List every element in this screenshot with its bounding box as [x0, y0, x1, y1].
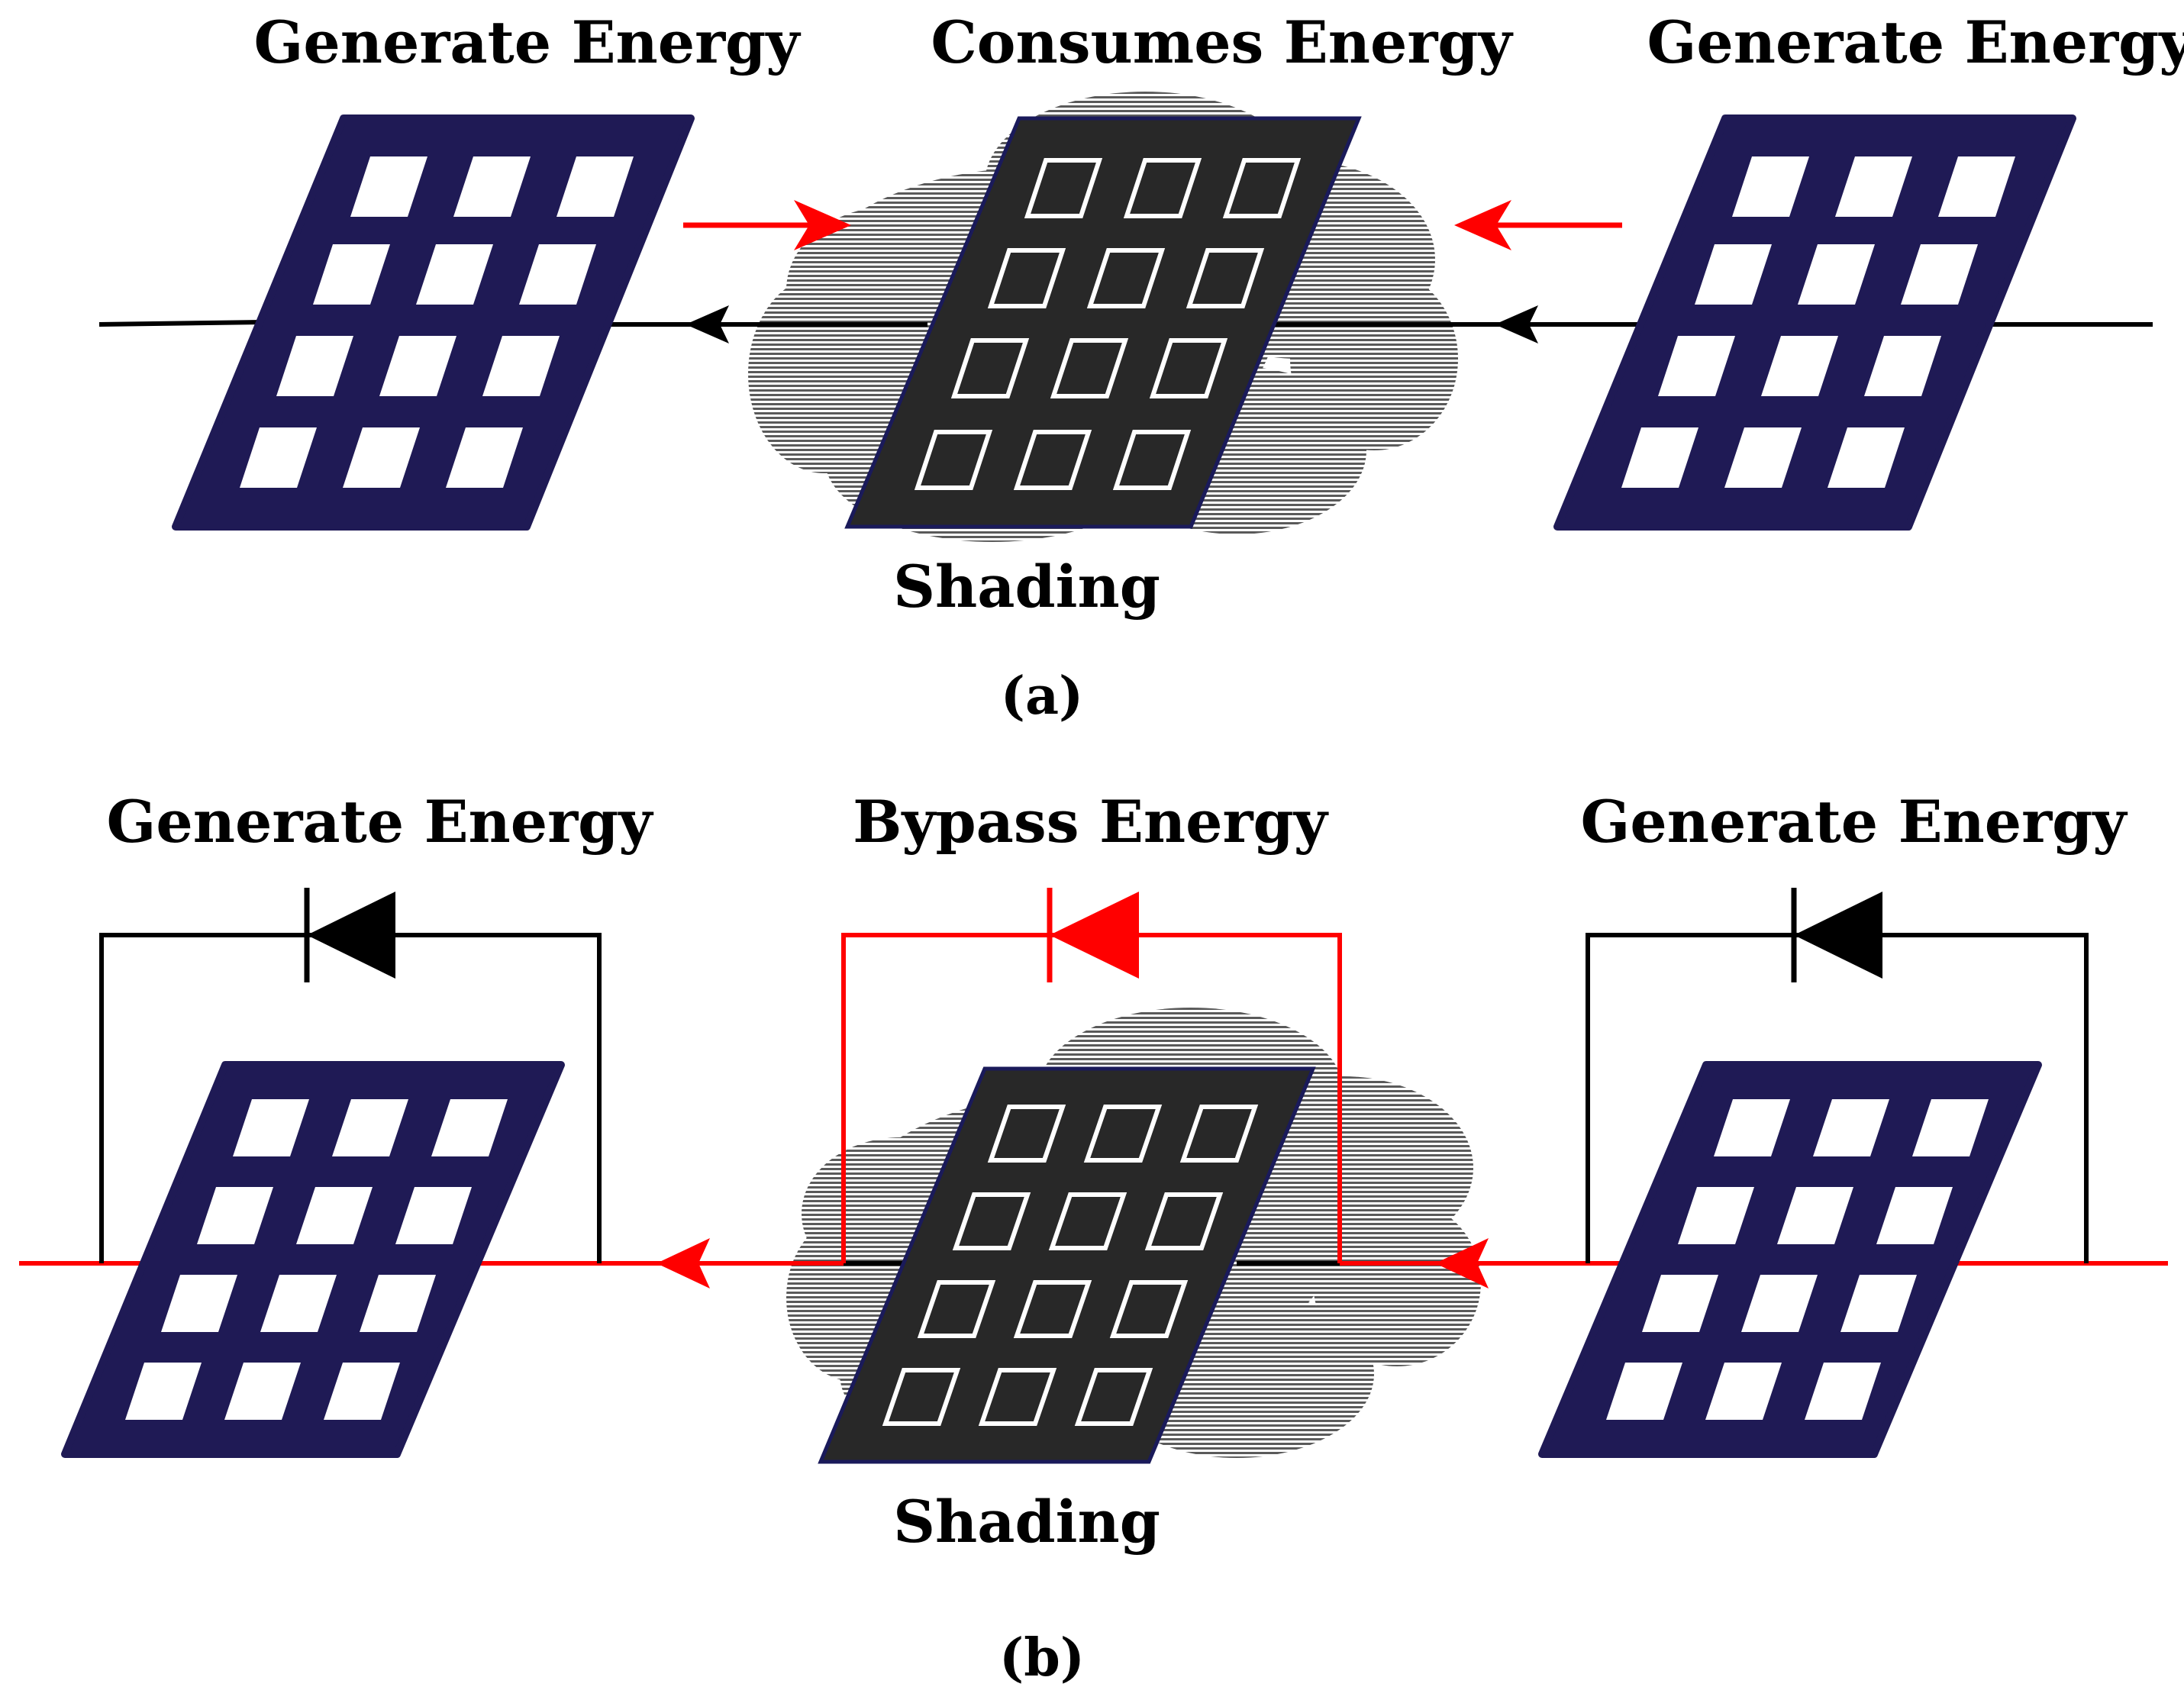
bypass-loop-left: [99, 888, 602, 1263]
right-panel-label: Generate Energy: [1581, 788, 2128, 856]
shading-label: Shading: [893, 553, 1160, 621]
bypass-diode-icon: [1791, 888, 1882, 982]
current-arrow-icon: [656, 1238, 710, 1289]
solar-panel-icon: [1538, 1061, 2042, 1458]
solar-panel-icon: [1553, 115, 2076, 531]
bypass-diode-icon: [304, 888, 395, 982]
subfigure-caption: (a): [1001, 666, 1083, 727]
left-panel-label: Generate Energy: [254, 8, 802, 76]
current-flow-arrow: [683, 200, 851, 250]
subfigure-caption: (b): [999, 1627, 1085, 1688]
current-arrow-icon: [1435, 1238, 1489, 1289]
current-arrow-icon: [686, 305, 729, 344]
subfigure-a: Generate Energy Consumes Energy Generate…: [98, 8, 2184, 727]
shaded-solar-panel-icon: [818, 1066, 1316, 1464]
middle-panel-label: Consumes Energy: [931, 8, 1513, 76]
middle-panel-label: Bypass Energy: [853, 788, 1329, 856]
current-arrow-icon: [1495, 305, 1538, 344]
shading-label: Shading: [893, 1488, 1160, 1556]
right-panel-label: Generate Energy: [1647, 8, 2184, 76]
string-wire: [98, 320, 2153, 327]
bypass-loop-right: [1586, 888, 2089, 1263]
current-flow-arrow: [1454, 200, 1622, 250]
bypass-diode-icon: [1047, 888, 1139, 982]
subfigure-b: Generate Energy Bypass Energy Generate E…: [19, 788, 2168, 1688]
left-panel-label: Generate Energy: [107, 788, 654, 856]
solar-panel-icon: [61, 1061, 565, 1458]
shaded-solar-panel-icon: [844, 116, 1362, 529]
bypass-loop-middle: [841, 888, 1342, 1263]
solar-panel-icon: [172, 115, 695, 531]
